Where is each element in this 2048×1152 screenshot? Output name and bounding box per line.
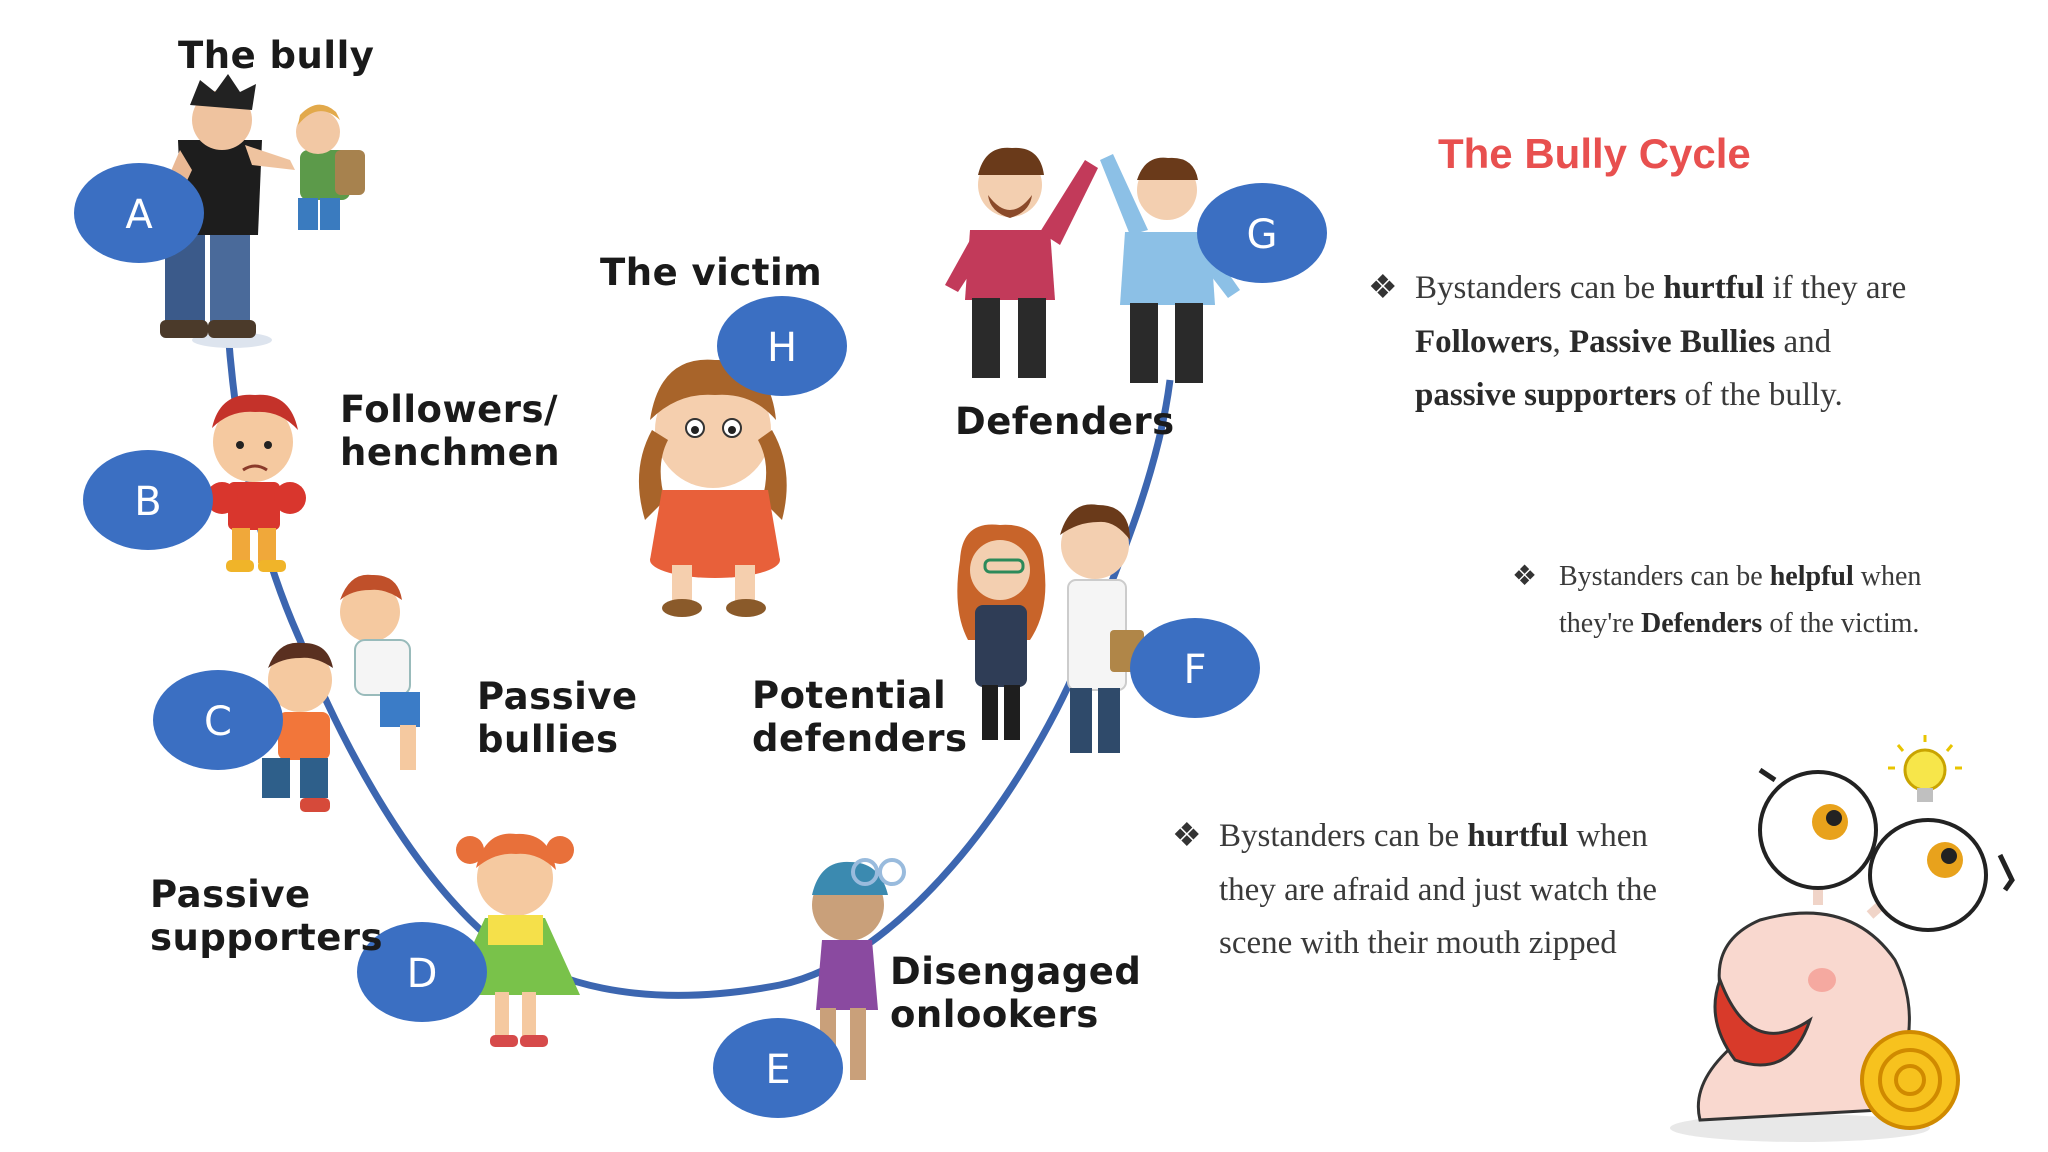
node-a-letter: A — [125, 192, 153, 238]
defenders-illustration — [945, 147, 1240, 383]
bullet-helpful-defenders: ❖ Bystanders can be helpful when they're… — [1512, 553, 1982, 647]
label-followers-line1: Followers/ — [340, 388, 559, 431]
bullet-diamond-icon: ❖ — [1368, 270, 1398, 306]
label-passive-supporters-line2: supporters — [150, 916, 384, 959]
node-e — [713, 1018, 843, 1118]
snail-mascot-illustration — [1670, 767, 2015, 1142]
node-g — [1197, 183, 1327, 283]
label-potential-defenders-line1: Potential — [752, 674, 947, 717]
bullet-text: Bystanders can be hurtful when they are … — [1219, 818, 1657, 961]
bullet-text: Bystanders can be hurtful if they are Fo… — [1415, 270, 1907, 413]
victim-illustration — [638, 359, 787, 617]
bullet-text: Bystanders can be helpful when they're D… — [1559, 561, 1922, 639]
node-g-letter: G — [1247, 212, 1278, 258]
node-f-letter: F — [1183, 647, 1206, 693]
label-passive-bullies-line2: bullies — [477, 718, 619, 761]
label-potential-defenders-line2: defenders — [752, 717, 968, 760]
bullet-hurtful-onlookers: ❖ Bystanders can be hurtful when they ar… — [1172, 810, 1692, 971]
node-e-letter: E — [765, 1047, 790, 1093]
label-disengaged-line2: onlookers — [890, 993, 1099, 1036]
label-defenders: Defenders — [955, 400, 1175, 443]
label-followers-line2: henchmen — [340, 431, 561, 474]
potential-defenders-illustration — [957, 504, 1144, 753]
label-disengaged-line1: Disengaged — [890, 950, 1142, 993]
slide-title: The Bully Cycle — [1438, 130, 1751, 177]
node-b-letter: B — [134, 479, 161, 525]
node-d — [357, 922, 487, 1022]
node-c-letter: C — [204, 699, 232, 745]
passive-bullies-illustration — [262, 574, 420, 812]
bullet-diamond-icon: ❖ — [1512, 561, 1538, 592]
label-passive-bullies-line1: Passive — [477, 675, 638, 718]
lightbulb-icon — [1888, 735, 1962, 802]
node-h-letter: H — [767, 325, 797, 371]
victim-held-illustration — [296, 104, 365, 230]
node-b — [83, 450, 213, 550]
node-f — [1130, 618, 1260, 718]
follower-illustration — [206, 394, 306, 572]
passive-supporter-illustration — [450, 833, 580, 1047]
label-the-victim: The victim — [600, 251, 823, 294]
bullet-diamond-icon: ❖ — [1172, 818, 1202, 854]
label-the-bully: The bully — [178, 34, 375, 77]
node-d-letter: D — [407, 951, 438, 997]
label-passive-supporters-line1: Passive — [150, 873, 311, 916]
bullet-hurtful-followers: ❖ Bystanders can be hurtful if they are … — [1368, 262, 1928, 423]
node-a — [74, 163, 204, 263]
node-h — [717, 296, 847, 396]
node-c — [153, 670, 283, 770]
